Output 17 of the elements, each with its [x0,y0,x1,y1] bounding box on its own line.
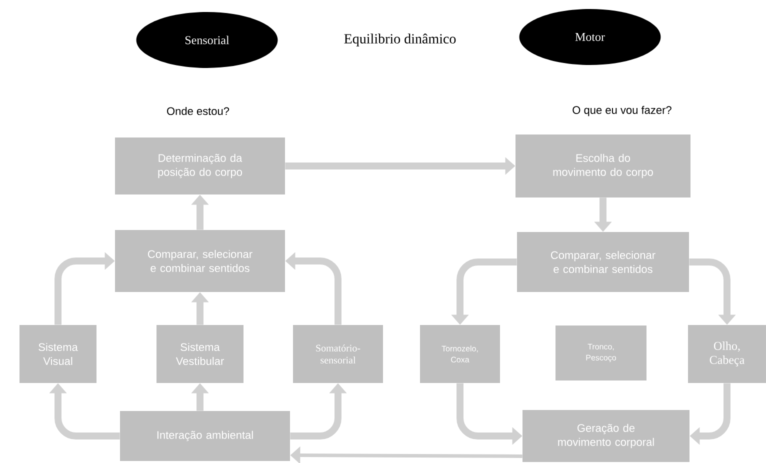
process-box: Geração de movimento corporal [522,410,690,462]
process-box: Tornozelo, Coxa [420,325,500,383]
title: Equilibrio dinâmico [344,34,456,46]
process-box: Sistema Visual [20,325,96,383]
ellipse-node: Motor [519,9,661,65]
process-box: Comparar, selecionar e combinar sentidos [517,232,689,292]
process-box: Comparar, selecionar e combinar sentidos [115,230,285,292]
process-box: Tronco, Pescoço [556,326,646,380]
process-box: Olho, Cabeça [688,325,766,383]
process-box: Determinação da posição do corpo [115,138,285,194]
question-label: O que eu vou fazer? [572,106,672,116]
process-box: Interação ambiental [120,411,290,461]
question-label: Onde estou? [167,106,230,116]
process-box: Escolha do movimento do corpo [516,134,690,198]
process-box: Sistema Vestibular [156,325,244,383]
ellipse-node: Sensorial [136,12,278,68]
process-box: Somatório-sensorial [293,325,383,383]
